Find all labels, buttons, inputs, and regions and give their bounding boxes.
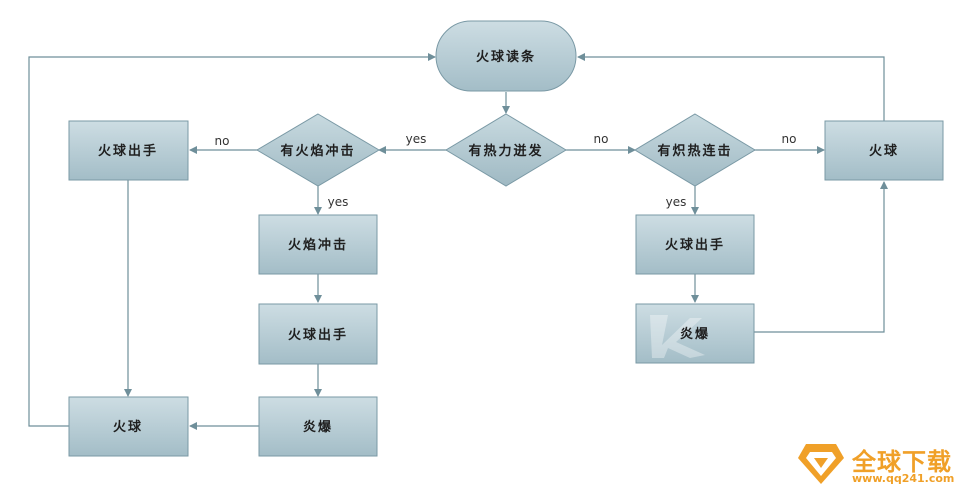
- box-mid-blast-label: 炎爆: [303, 419, 333, 435]
- watermark-url: www.qq241.com: [852, 472, 955, 485]
- decision-left: 有火焰冲击: [256, 113, 380, 187]
- box-right-fireball: 火球: [824, 120, 944, 181]
- box-mid-blast: 炎爆: [258, 396, 378, 457]
- box-flame-impact: 火焰冲击: [258, 214, 378, 275]
- box-right-blast: 炎爆: [635, 303, 755, 364]
- connectors: [28, 53, 888, 430]
- box-mid-fireball-out: 火球出手: [258, 303, 378, 365]
- box-mid-fireball-out-label: 火球出手: [288, 327, 348, 343]
- node-start-label: 火球读条: [476, 49, 536, 65]
- box-flame-impact-label: 火焰冲击: [288, 237, 348, 253]
- watermark-shield-icon: [798, 444, 844, 484]
- box-right-blast-label: 炎爆: [680, 326, 710, 342]
- box-bottom-fireball-label: 火球: [113, 419, 143, 435]
- decision-left-label: 有火焰冲击: [280, 143, 355, 159]
- label-left-yes: yes: [328, 195, 349, 209]
- edge-rightbox-loop: [577, 53, 885, 121]
- decision-right-label: 有炽热连击: [657, 143, 732, 159]
- box-right-fireball-label: 火球: [869, 143, 899, 159]
- label-right-yes: yes: [666, 195, 687, 209]
- label-right-no: no: [782, 132, 797, 146]
- box-right-fireball-out: 火球出手: [635, 214, 755, 275]
- box-left-fireball-out-label: 火球出手: [98, 143, 158, 159]
- box-bottom-fireball: 火球: [68, 396, 189, 457]
- label-center-no: no: [594, 132, 609, 146]
- edge-rightblast-up: [754, 181, 888, 333]
- watermark-logo: 全球下载 www.qq241.com: [796, 440, 968, 488]
- decision-center-label: 有热力迸发: [468, 143, 543, 159]
- box-left-fireball-out: 火球出手: [68, 120, 189, 181]
- watermark-title: 全球下载: [852, 448, 952, 476]
- decision-center: 有热力迸发: [445, 113, 567, 187]
- edge-bottom-loop: [28, 53, 436, 427]
- box-right-fireball-out-label: 火球出手: [665, 237, 725, 253]
- label-center-yes: yes: [406, 132, 427, 146]
- label-left-no: no: [215, 134, 230, 148]
- decision-right: 有炽热连击: [634, 113, 756, 187]
- box-right-blast-watermark-shape: [650, 315, 705, 358]
- node-start: 火球读条: [435, 20, 577, 92]
